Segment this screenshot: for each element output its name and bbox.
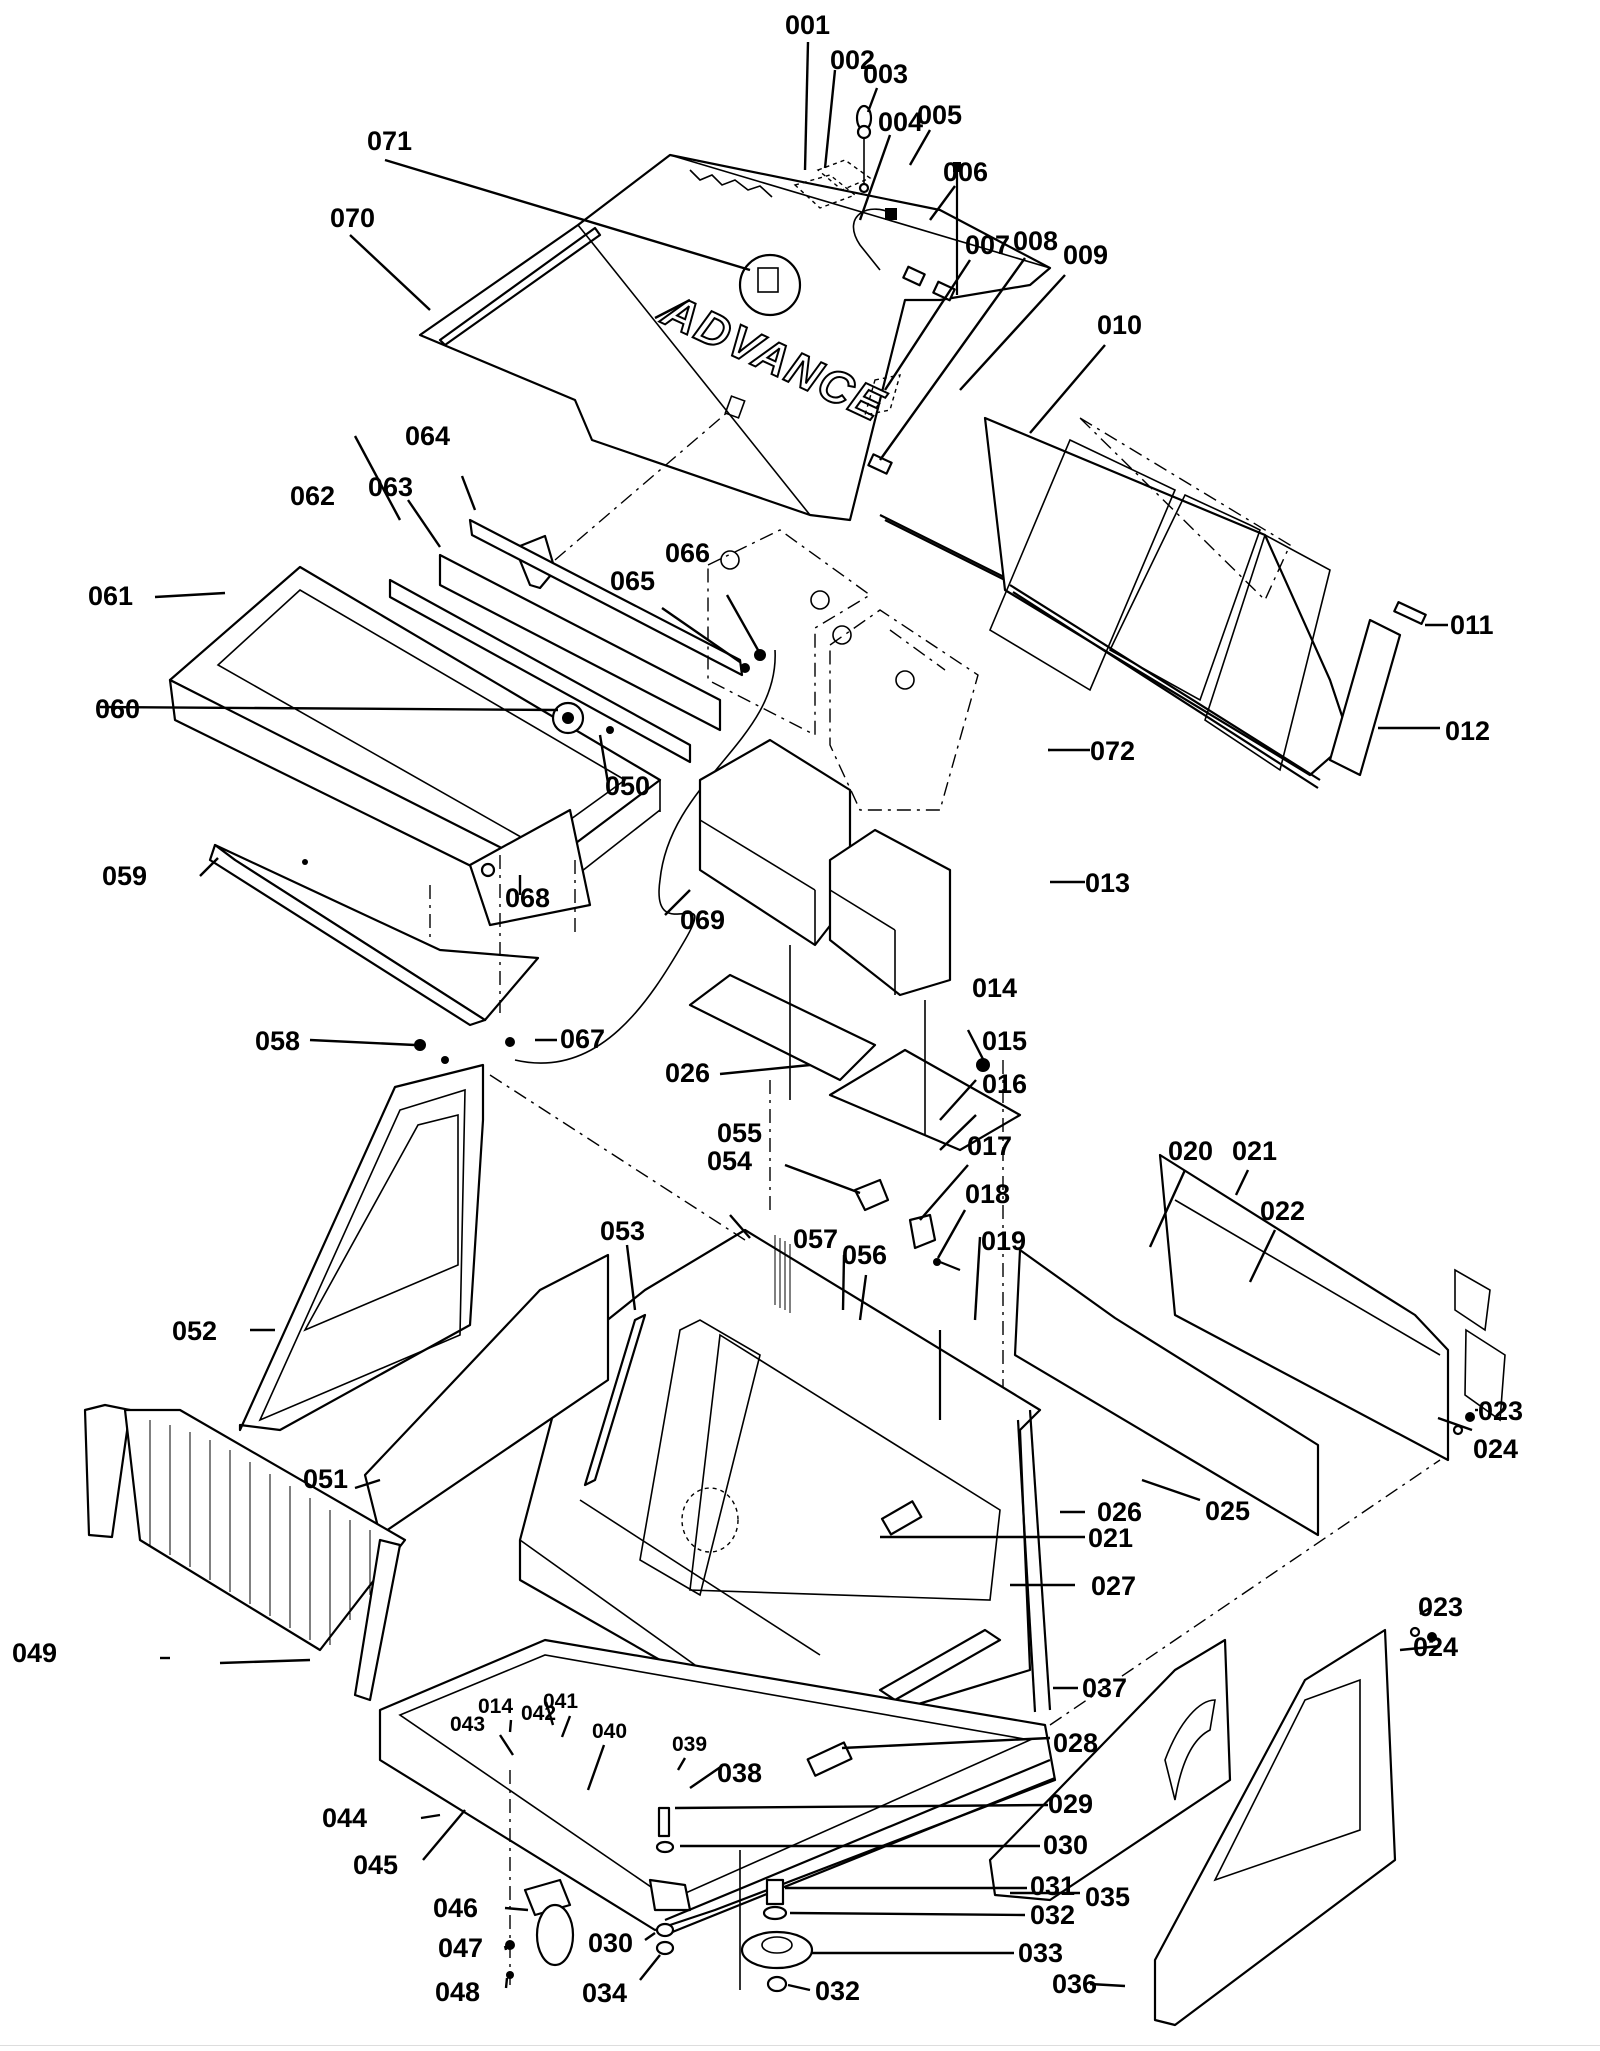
callout-015: 015 [982,1026,1027,1056]
callout-045: 045 [353,1850,398,1880]
callout-072: 072 [1090,736,1135,766]
callout-068: 068 [505,883,550,913]
callout-052: 052 [172,1316,217,1346]
callout-056: 056 [842,1240,887,1270]
callout-012: 012 [1445,716,1490,746]
callout-004: 004 [878,107,923,137]
battery-trays [688,738,1022,1400]
callout-036: 036 [1052,1969,1097,1999]
callout-029: 029 [1048,1789,1093,1819]
callout-025: 025 [1205,1496,1250,1526]
callout-039: 039 [672,1733,707,1756]
callout-062: 062 [290,481,335,511]
callout-054: 054 [707,1146,752,1176]
right-side-panels [988,1459,1441,2027]
callout-059: 059 [102,861,147,891]
callout-011: 011 [1450,610,1494,640]
callout-071: 071 [367,126,412,156]
callout-070: 070 [330,203,375,233]
callout-031: 031 [1030,1871,1075,1901]
leveling-foot [655,1806,814,1993]
callout-028: 028 [1053,1728,1098,1758]
callout-069: 069 [680,905,725,935]
callout-049: 049 [12,1638,57,1668]
callout-055: 055 [717,1118,762,1148]
hinge-bracket-set [769,1080,961,1272]
callout-065: 065 [610,566,655,596]
callout-022: 022 [1260,1196,1305,1226]
callout-009: 009 [1063,240,1108,270]
callout-044: 044 [322,1803,367,1833]
callout-067: 067 [560,1024,605,1054]
callout-051: 051 [303,1464,348,1494]
callout-019: 019 [981,1226,1026,1256]
callout-040: 040 [592,1720,627,1743]
callout-026-tray: 026 [665,1058,710,1088]
power-cable [514,649,776,1064]
callout-046: 046 [433,1893,478,1923]
callout-018: 018 [965,1179,1010,1209]
callout-053: 053 [600,1216,645,1246]
emblem-logo [738,253,802,317]
callout-038: 038 [717,1758,762,1788]
callout-066: 066 [665,538,710,568]
callout-035: 035 [1085,1882,1130,1912]
callout-037: 037 [1082,1673,1127,1703]
rear-panels [1013,1153,1506,1537]
callout-047: 047 [438,1933,483,1963]
callout-005: 005 [917,100,962,130]
callout-027: 027 [1091,1571,1136,1601]
top-cover-hood: ADVANCE [418,104,1052,601]
callout-058: 058 [255,1026,300,1056]
callout-026: 026 [1097,1497,1142,1527]
batteries [707,529,979,811]
callout-003: 003 [863,59,908,89]
left-side-panels [83,1063,746,1702]
callout-043: 043 [450,1713,485,1736]
callout-023: 023 [1478,1396,1523,1426]
filter-housing-assembly [168,518,766,927]
callout-032: 032 [1030,1900,1075,1930]
callout-057: 057 [793,1224,838,1254]
callout-063: 063 [368,472,413,502]
callout-060: 060 [95,694,140,724]
key-switch [855,104,873,194]
callout-002: 002 [830,45,875,75]
callout-024: 024 [1473,1434,1518,1464]
callout-050: 050 [605,771,650,801]
callout-007: 007 [965,230,1010,260]
footer-divider [0,2045,1600,2046]
leader-lines [99,41,1478,1992]
callout-030-lower: 030 [588,1928,633,1958]
callout-032-lower: 032 [815,1976,860,2006]
callout-048: 048 [435,1977,480,2007]
callout-001: 001 [785,10,830,40]
callout-014-lower: 014 [478,1695,513,1718]
callout-061: 061 [88,581,133,611]
callout-033: 033 [1018,1938,1063,1968]
callout-064: 064 [405,421,450,451]
callout-030: 030 [1043,1830,1088,1860]
callout-020: 020 [1168,1136,1213,1166]
callout-041: 041 [543,1690,578,1713]
bottom-plate [208,843,576,1064]
callout-017: 017 [967,1131,1012,1161]
callout-010: 010 [1097,310,1142,340]
callout-labels: 001 002 003 004 005 006 007 008 009 010 … [12,10,1523,2008]
callout-023-lower: 023 [1418,1592,1463,1622]
callout-021-lower: 021 [1088,1523,1133,1553]
access-door-panel [983,416,1427,789]
callout-014: 014 [972,973,1017,1003]
callout-016: 016 [982,1069,1027,1099]
swivel-caster [505,1770,575,1985]
callout-024-lower: 024 [1413,1632,1458,1662]
callout-021: 021 [1232,1136,1277,1166]
callout-042: 042 [521,1702,556,1725]
callout-013: 013 [1085,868,1130,898]
callout-008: 008 [1013,226,1058,256]
callout-006: 006 [943,157,988,187]
callout-034: 034 [582,1978,627,2008]
